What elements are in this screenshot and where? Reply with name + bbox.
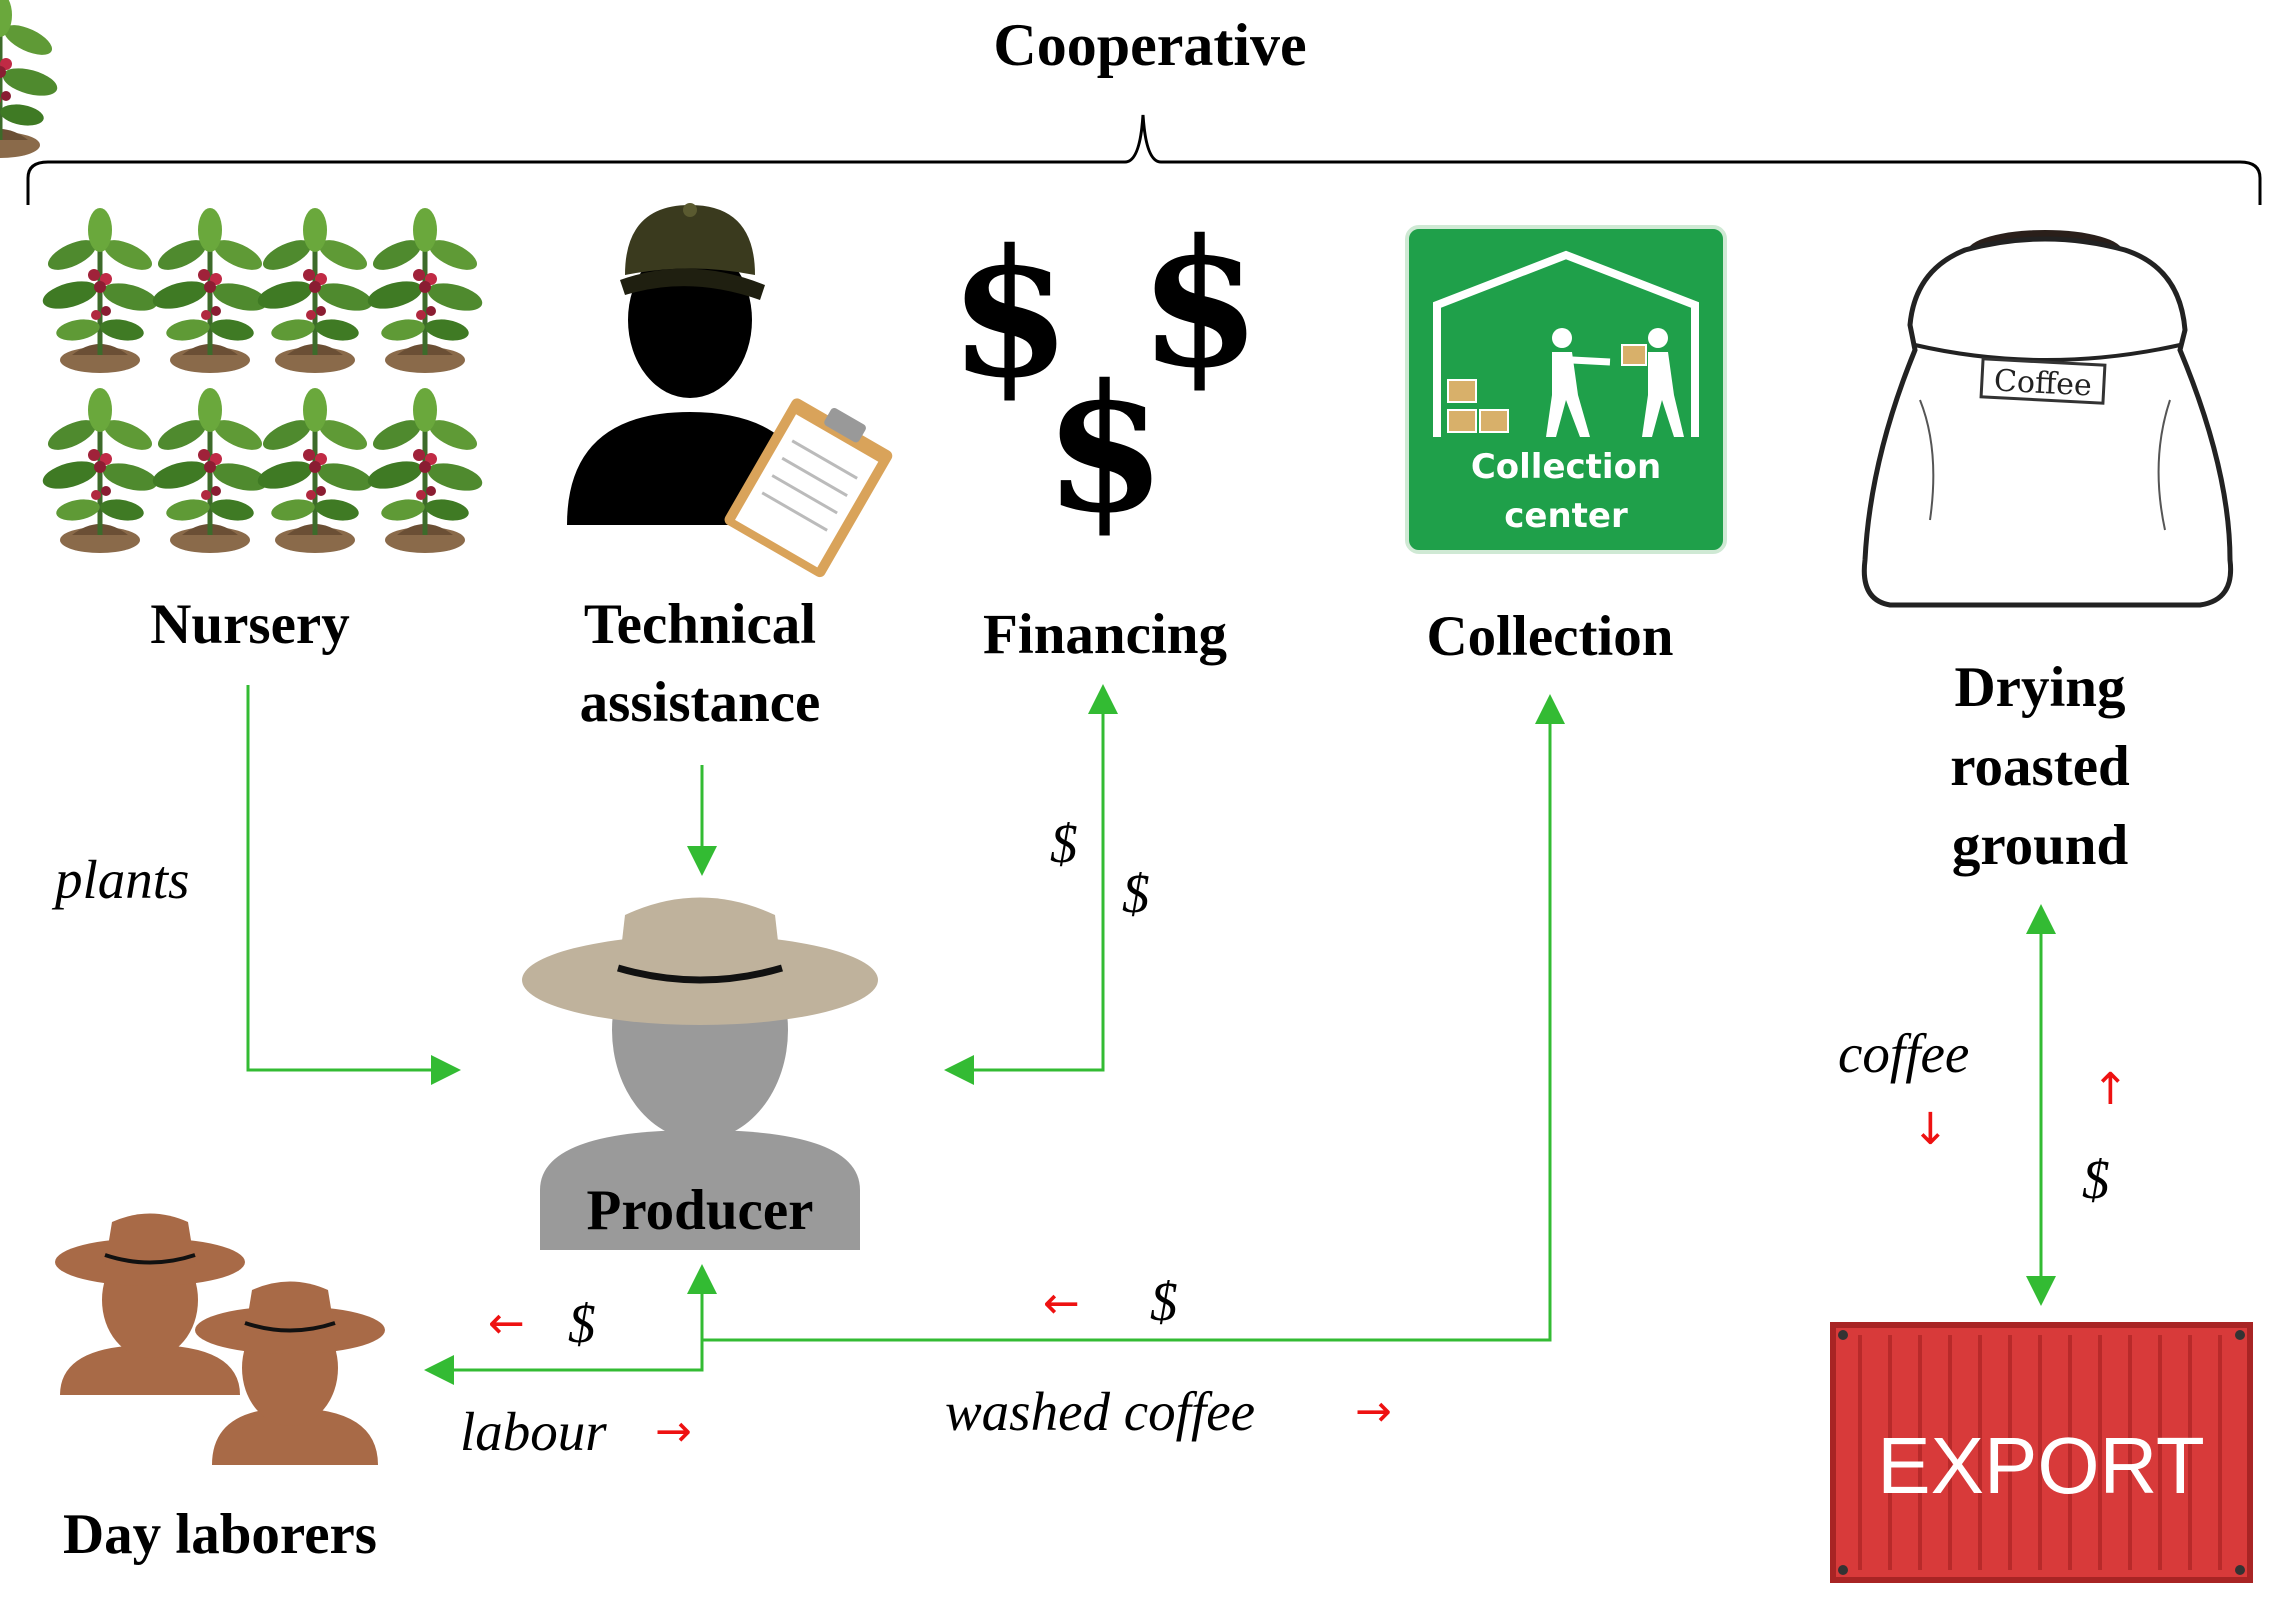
- coffee-flow-label: coffee: [1838, 1023, 1970, 1084]
- labour-flow-label: labour: [460, 1401, 607, 1462]
- collection-dollar-arrow-left-icon: ←: [1043, 1278, 1080, 1329]
- collection-flow-line: [702, 694, 1565, 1342]
- washed-coffee-arrow-right-icon: →: [1355, 1386, 1392, 1437]
- technical-label-line1: Technical: [583, 593, 817, 656]
- financing-dollar-2: $: [1122, 863, 1150, 924]
- export-container-icon: EXPORT: [1830, 1322, 2253, 1583]
- nursery-label: Nursery: [150, 593, 350, 656]
- export-dollar-label: $: [2082, 1149, 2110, 1210]
- labour-arrow-right-icon: →: [655, 1406, 692, 1457]
- plants-flow-label: plants: [55, 849, 190, 910]
- coffee-bag-label: Coffee: [1993, 363, 2093, 403]
- export-text: EXPORT: [1877, 1421, 2205, 1510]
- financing-dollar-1: $: [1050, 813, 1078, 874]
- coffee-bag-icon: Coffee: [1861, 230, 2234, 608]
- technical-label-line2: assistance: [579, 671, 821, 734]
- flow-lines: [246, 684, 2056, 1385]
- cooperative-brace: [26, 114, 2262, 205]
- svg-text:$: $: [949, 212, 1071, 417]
- laborers-flow-line: [424, 1340, 704, 1385]
- producer-icon: [522, 897, 878, 1250]
- technician-icon: [567, 203, 893, 578]
- day-laborers-icon: [55, 1213, 385, 1465]
- nursery-plants-icon: [0, 0, 485, 553]
- export-dollar-arrow-up-icon: ↑: [2092, 1064, 2129, 1115]
- financing-dollar-icons: $ $ $: [949, 202, 1261, 552]
- financing-label: Financing: [983, 603, 1227, 666]
- collection-label: Collection: [1426, 605, 1674, 668]
- svg-text:$: $: [1139, 202, 1261, 407]
- collection-dollar-label: $: [1150, 1271, 1178, 1332]
- coffee-arrow-down-icon: ↓: [1912, 1104, 1949, 1155]
- svg-text:$: $: [1044, 347, 1166, 552]
- day-laborers-label: Day laborers: [62, 1503, 377, 1566]
- cooperative-title: Cooperative: [993, 12, 1307, 78]
- drying-label-line3: ground: [1951, 814, 2129, 877]
- collection-center-text-2: center: [1504, 496, 1628, 536]
- collection-center-text-1: Collection: [1471, 447, 1661, 487]
- collection-center-icon: Collection center: [1405, 225, 1727, 554]
- drying-label-line2: roasted: [1950, 735, 2130, 798]
- laborers-dollar-arrow-left-icon: ←: [488, 1298, 525, 1349]
- producer-label: Producer: [586, 1179, 814, 1242]
- laborers-dollar-label: $: [568, 1293, 596, 1354]
- plants-flow-line: [246, 685, 461, 1085]
- drying-label-line1: Drying: [1954, 656, 2126, 719]
- washed-coffee-flow-label: washed coffee: [945, 1381, 1256, 1442]
- financing-flow-line: [944, 700, 1105, 1085]
